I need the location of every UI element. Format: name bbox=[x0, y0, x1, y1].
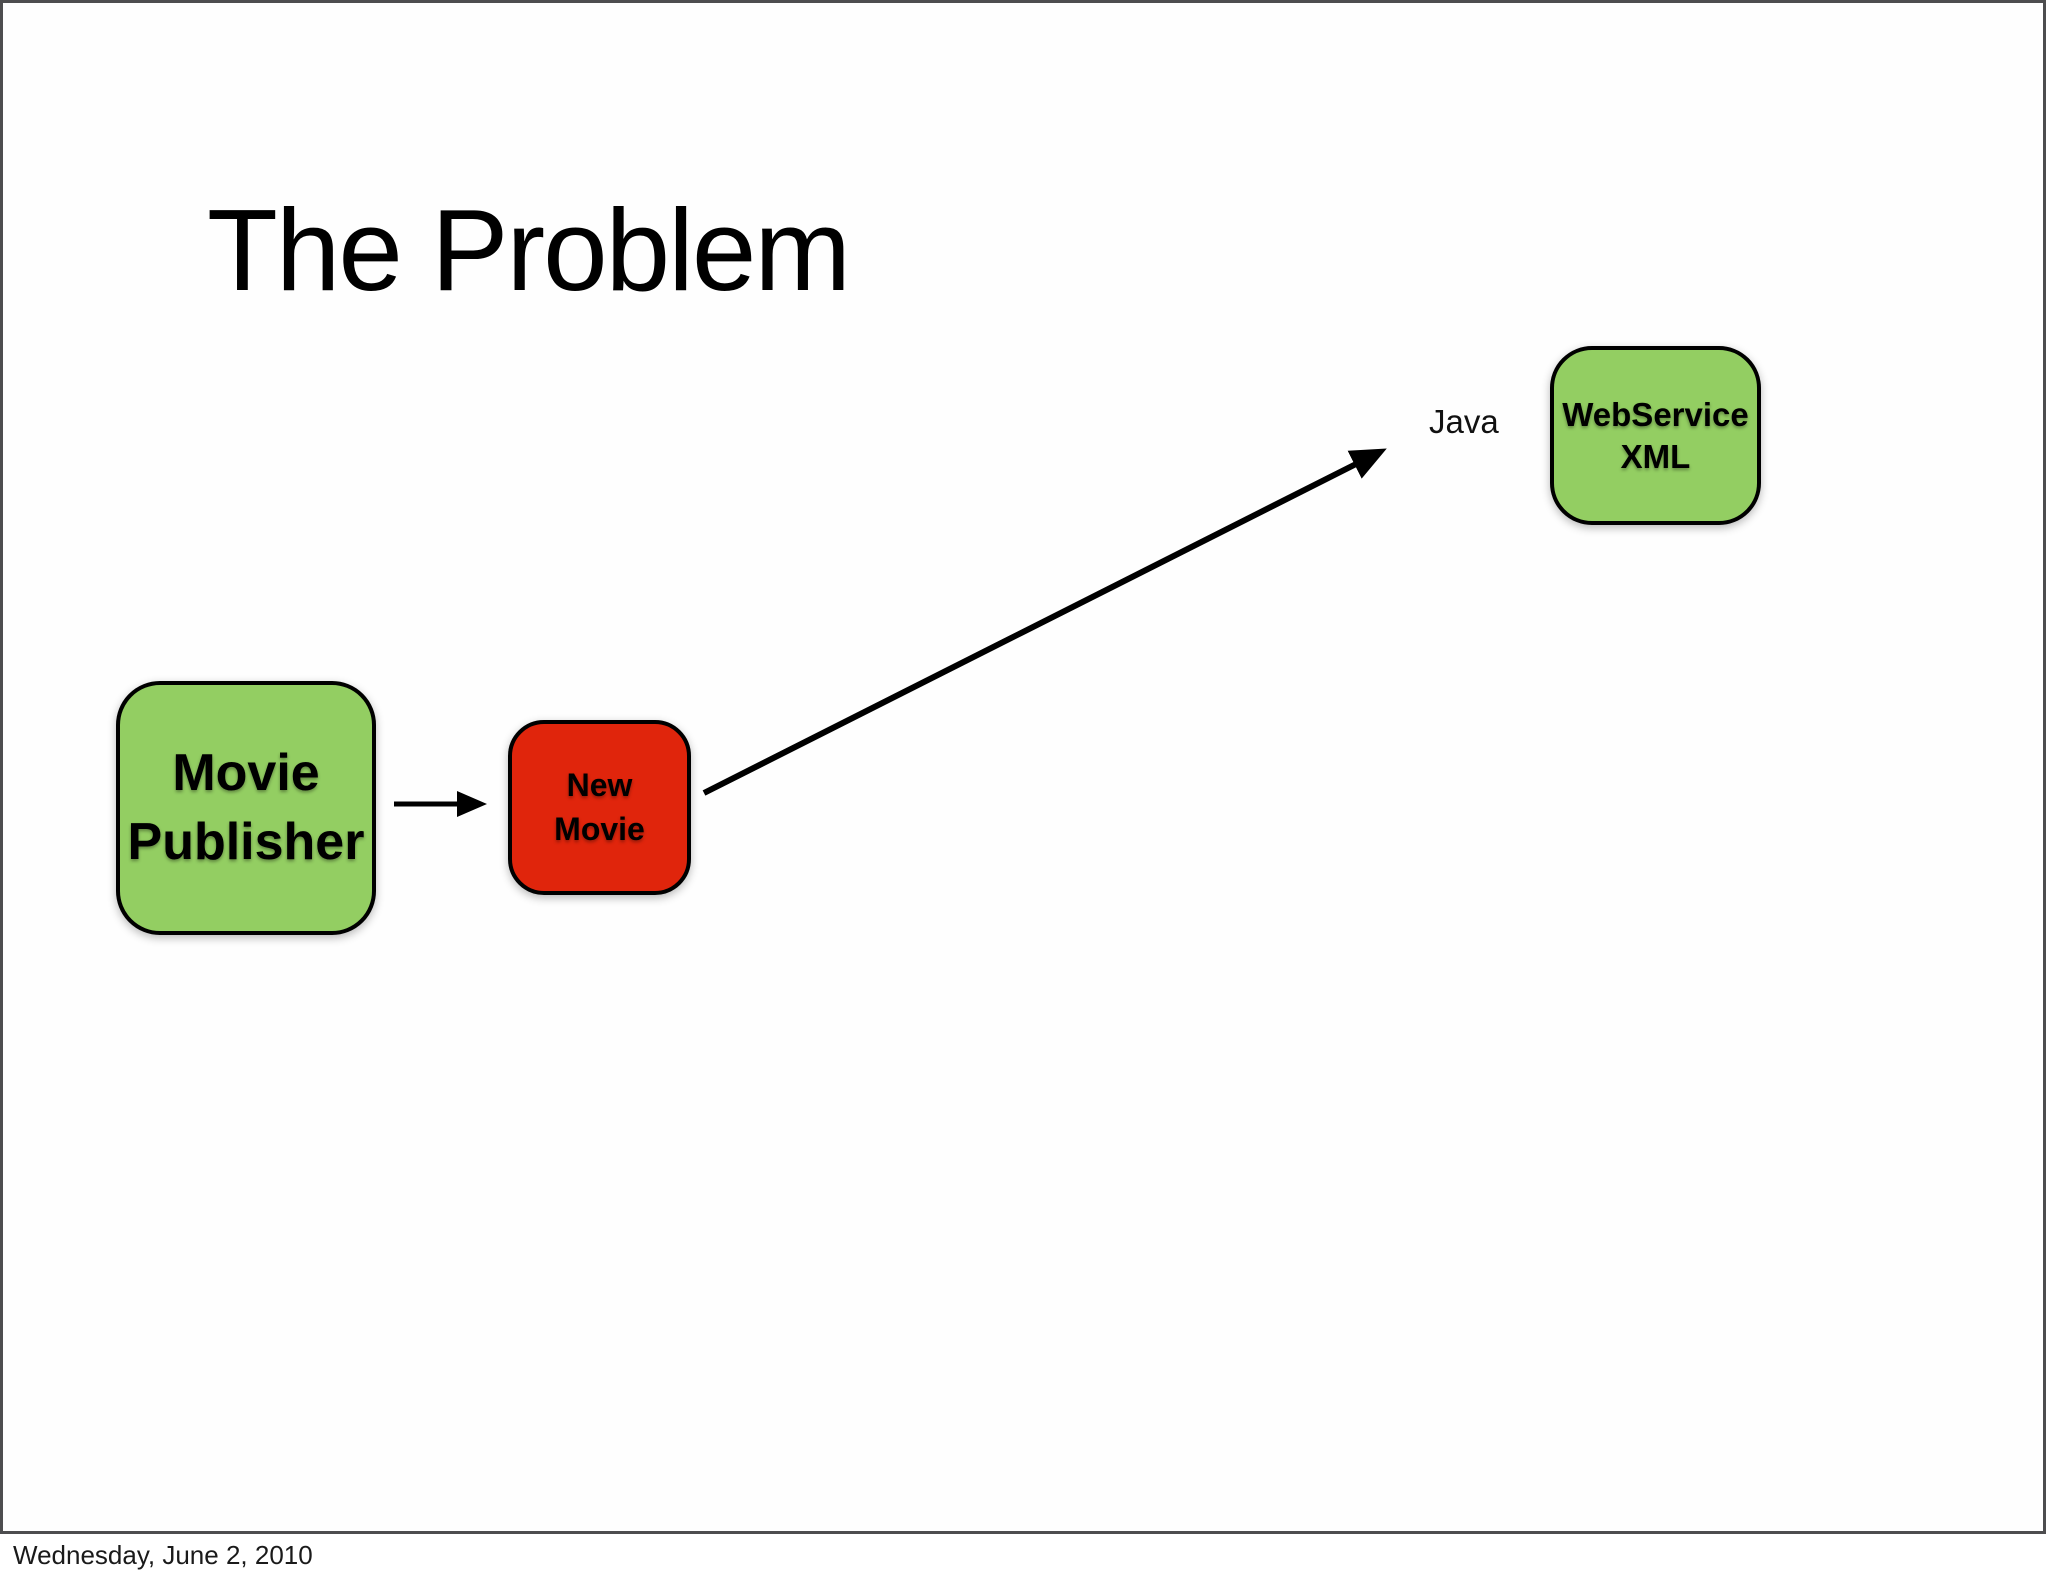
node-webservice-label-line2: XML bbox=[1620, 437, 1691, 475]
node-webservice-xml: WebService XML bbox=[1550, 346, 1761, 525]
node-new-movie-label-line1: New bbox=[566, 766, 633, 803]
node-movie-publisher-label-line2: Publisher bbox=[127, 813, 365, 871]
arrow-newmovie-to-java bbox=[702, 448, 1387, 796]
node-webservice-label-line1: WebService bbox=[1562, 396, 1749, 434]
edge-label-java: Java bbox=[1429, 403, 1499, 440]
slide-date: Wednesday, June 2, 2010 bbox=[13, 1540, 313, 1570]
slide-title: The Problem bbox=[207, 185, 851, 315]
node-movie-publisher: Movie Publisher bbox=[116, 681, 376, 935]
node-new-movie: New Movie bbox=[508, 720, 691, 895]
node-movie-publisher-label-line1: Movie bbox=[172, 743, 320, 802]
slide-canvas: The Problem Movie Publisher New Movie We… bbox=[0, 0, 2046, 1534]
node-new-movie-label-line2: Movie bbox=[554, 810, 645, 847]
